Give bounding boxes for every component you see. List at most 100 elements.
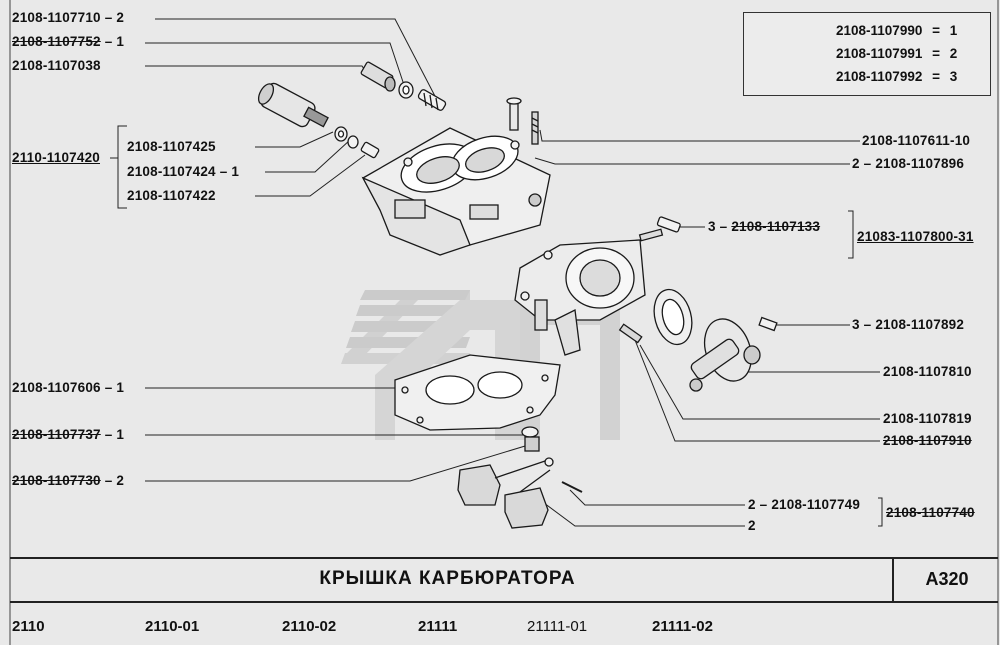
part-gasket-1107606 xyxy=(394,354,561,431)
legend-number: 1 xyxy=(949,23,958,38)
model-name: 2110-02 xyxy=(282,618,337,635)
assembly-label: 21083-1107800-31 xyxy=(857,229,974,244)
part-label: 2108-1107611-10 xyxy=(862,133,970,148)
part-code: 2108-1107737 xyxy=(12,427,101,442)
part-code: 2108-1107422 xyxy=(127,188,216,203)
part-diaphragm-cover-1107810 xyxy=(689,318,761,392)
part-code: 2108-1107819 xyxy=(883,411,972,426)
part-screw-1107910 xyxy=(618,323,643,344)
part-code: 2108-1107749 xyxy=(771,497,861,512)
legend-equals: = xyxy=(932,23,940,38)
part-quantity: 1 xyxy=(116,34,125,49)
model-name: 21111 xyxy=(418,618,458,635)
part-jet-1107422 xyxy=(360,141,380,159)
part-stud-1107896 xyxy=(531,111,539,145)
drawing-title: КРЫШКА КАРБЮРАТОРА xyxy=(319,568,576,589)
part-label: 2108-1107810 xyxy=(883,364,972,379)
part-code: 2108-1107038 xyxy=(12,58,101,73)
part-fitting-1107038 xyxy=(360,61,396,92)
part-label: 2108-1107730 – 2 xyxy=(12,473,124,488)
part-label: 2 – 2108-1107896 xyxy=(852,156,964,171)
page-code: А320 xyxy=(925,569,969,589)
part-code: 2108-1107606 xyxy=(12,380,101,395)
part-label: 2108-1107737 – 1 xyxy=(12,427,124,442)
part-quantity: 3 xyxy=(708,219,716,234)
part-code: 2108-1107425 xyxy=(127,139,216,154)
part-starter-housing xyxy=(514,239,646,356)
part-label: 2108-1107425 xyxy=(127,139,216,154)
part-quantity: 2 xyxy=(748,497,756,512)
separator: – xyxy=(104,380,113,395)
part-quantity: 2 xyxy=(116,10,125,25)
part-washer-1107737 xyxy=(521,426,539,438)
leader-lines xyxy=(110,18,883,527)
part-label: 3 – 2108-1107133 xyxy=(708,219,820,234)
part-diaphragm-ring-1107819 xyxy=(653,288,693,346)
model-name: 21111-02 xyxy=(652,618,713,635)
part-screw-1107611 xyxy=(506,97,522,131)
part-label: 2108-1107710 – 2 xyxy=(12,10,124,25)
model-name: 2110-01 xyxy=(145,618,200,635)
assembly-code: 2110-1107420 xyxy=(12,150,100,165)
assembly-code: 2108-1107740 xyxy=(886,505,975,520)
part-label: 2 – 2108-1107749 xyxy=(748,497,860,512)
page-code-box: А320 xyxy=(892,559,1000,601)
part-quantity: 1 xyxy=(116,427,125,442)
legend-row: 2108-1107990 = 1 xyxy=(836,23,957,38)
assembly-code: 21083-1107800-31 xyxy=(857,229,974,244)
legend-equals: = xyxy=(932,69,940,84)
carburetor-parts xyxy=(257,61,778,529)
part-quantity: 2 xyxy=(116,473,125,488)
kit-legend-box: 2108-1107990 = 1 2108-1107991 = 2 2108-1… xyxy=(743,12,991,96)
part-code: 2108-1107892 xyxy=(875,317,965,332)
part-code: 2108-1107424 xyxy=(127,164,216,179)
part-code: 2108-1107611-10 xyxy=(862,133,971,148)
part-quantity: 1 xyxy=(231,164,240,179)
part-quantity: 2 xyxy=(852,156,860,171)
part-label: 2108-1107819 xyxy=(883,411,972,426)
part-quantity: 3 xyxy=(852,317,860,332)
part-code: 2108-1107710 xyxy=(12,10,101,25)
separator: – xyxy=(759,497,768,512)
part-screw-1107892 xyxy=(758,316,778,332)
separator: – xyxy=(104,427,113,442)
part-quantity: 2 xyxy=(748,518,756,533)
legend-row: 2108-1107991 = 2 xyxy=(836,46,957,61)
legend-code: 2108-1107992 xyxy=(836,69,923,84)
part-label: 2108-1107752 – 1 xyxy=(12,34,124,49)
part-seal-1107424 xyxy=(347,135,359,149)
part-float-1107740 xyxy=(457,457,554,529)
separator: – xyxy=(104,10,113,25)
part-carburetor-cover xyxy=(361,127,551,256)
part-code: 2108-1107730 xyxy=(12,473,101,488)
part-pin-1107749 xyxy=(561,481,583,493)
part-label: 2108-1107606 – 1 xyxy=(12,380,124,395)
part-code: 2108-1107910 xyxy=(883,433,972,448)
legend-row: 2108-1107992 = 3 xyxy=(836,69,957,84)
part-label: 2108-1107038 xyxy=(12,58,101,73)
part-code: 2108-1107896 xyxy=(875,156,965,171)
separator: – xyxy=(104,34,113,49)
legend-number: 3 xyxy=(949,69,958,84)
separator: – xyxy=(719,219,728,234)
assembly-label: 2108-1107740 xyxy=(886,505,975,520)
legend-number: 2 xyxy=(949,46,958,61)
part-screw-1107710 xyxy=(417,89,447,111)
assembly-label: 2110-1107420 xyxy=(12,150,100,165)
model-name: 21111-01 xyxy=(527,618,588,635)
separator: – xyxy=(219,164,228,179)
separator: – xyxy=(863,156,872,171)
part-label: 2108-1107910 xyxy=(883,433,972,448)
legend-code: 2108-1107990 xyxy=(836,23,923,38)
separator: – xyxy=(863,317,872,332)
separator: – xyxy=(104,473,113,488)
part-code: 2108-1107133 xyxy=(731,219,821,234)
legend-code: 2108-1107991 xyxy=(836,46,923,61)
part-label: 2108-1107424 – 1 xyxy=(127,164,239,179)
model-applicability-row: 2110 2110-01 2110-02 21111 21111-01 2111… xyxy=(0,618,1000,642)
part-solenoid-valve xyxy=(257,82,329,128)
part-quantity: 1 xyxy=(116,380,125,395)
part-needle-valve-1107730 xyxy=(524,436,540,452)
